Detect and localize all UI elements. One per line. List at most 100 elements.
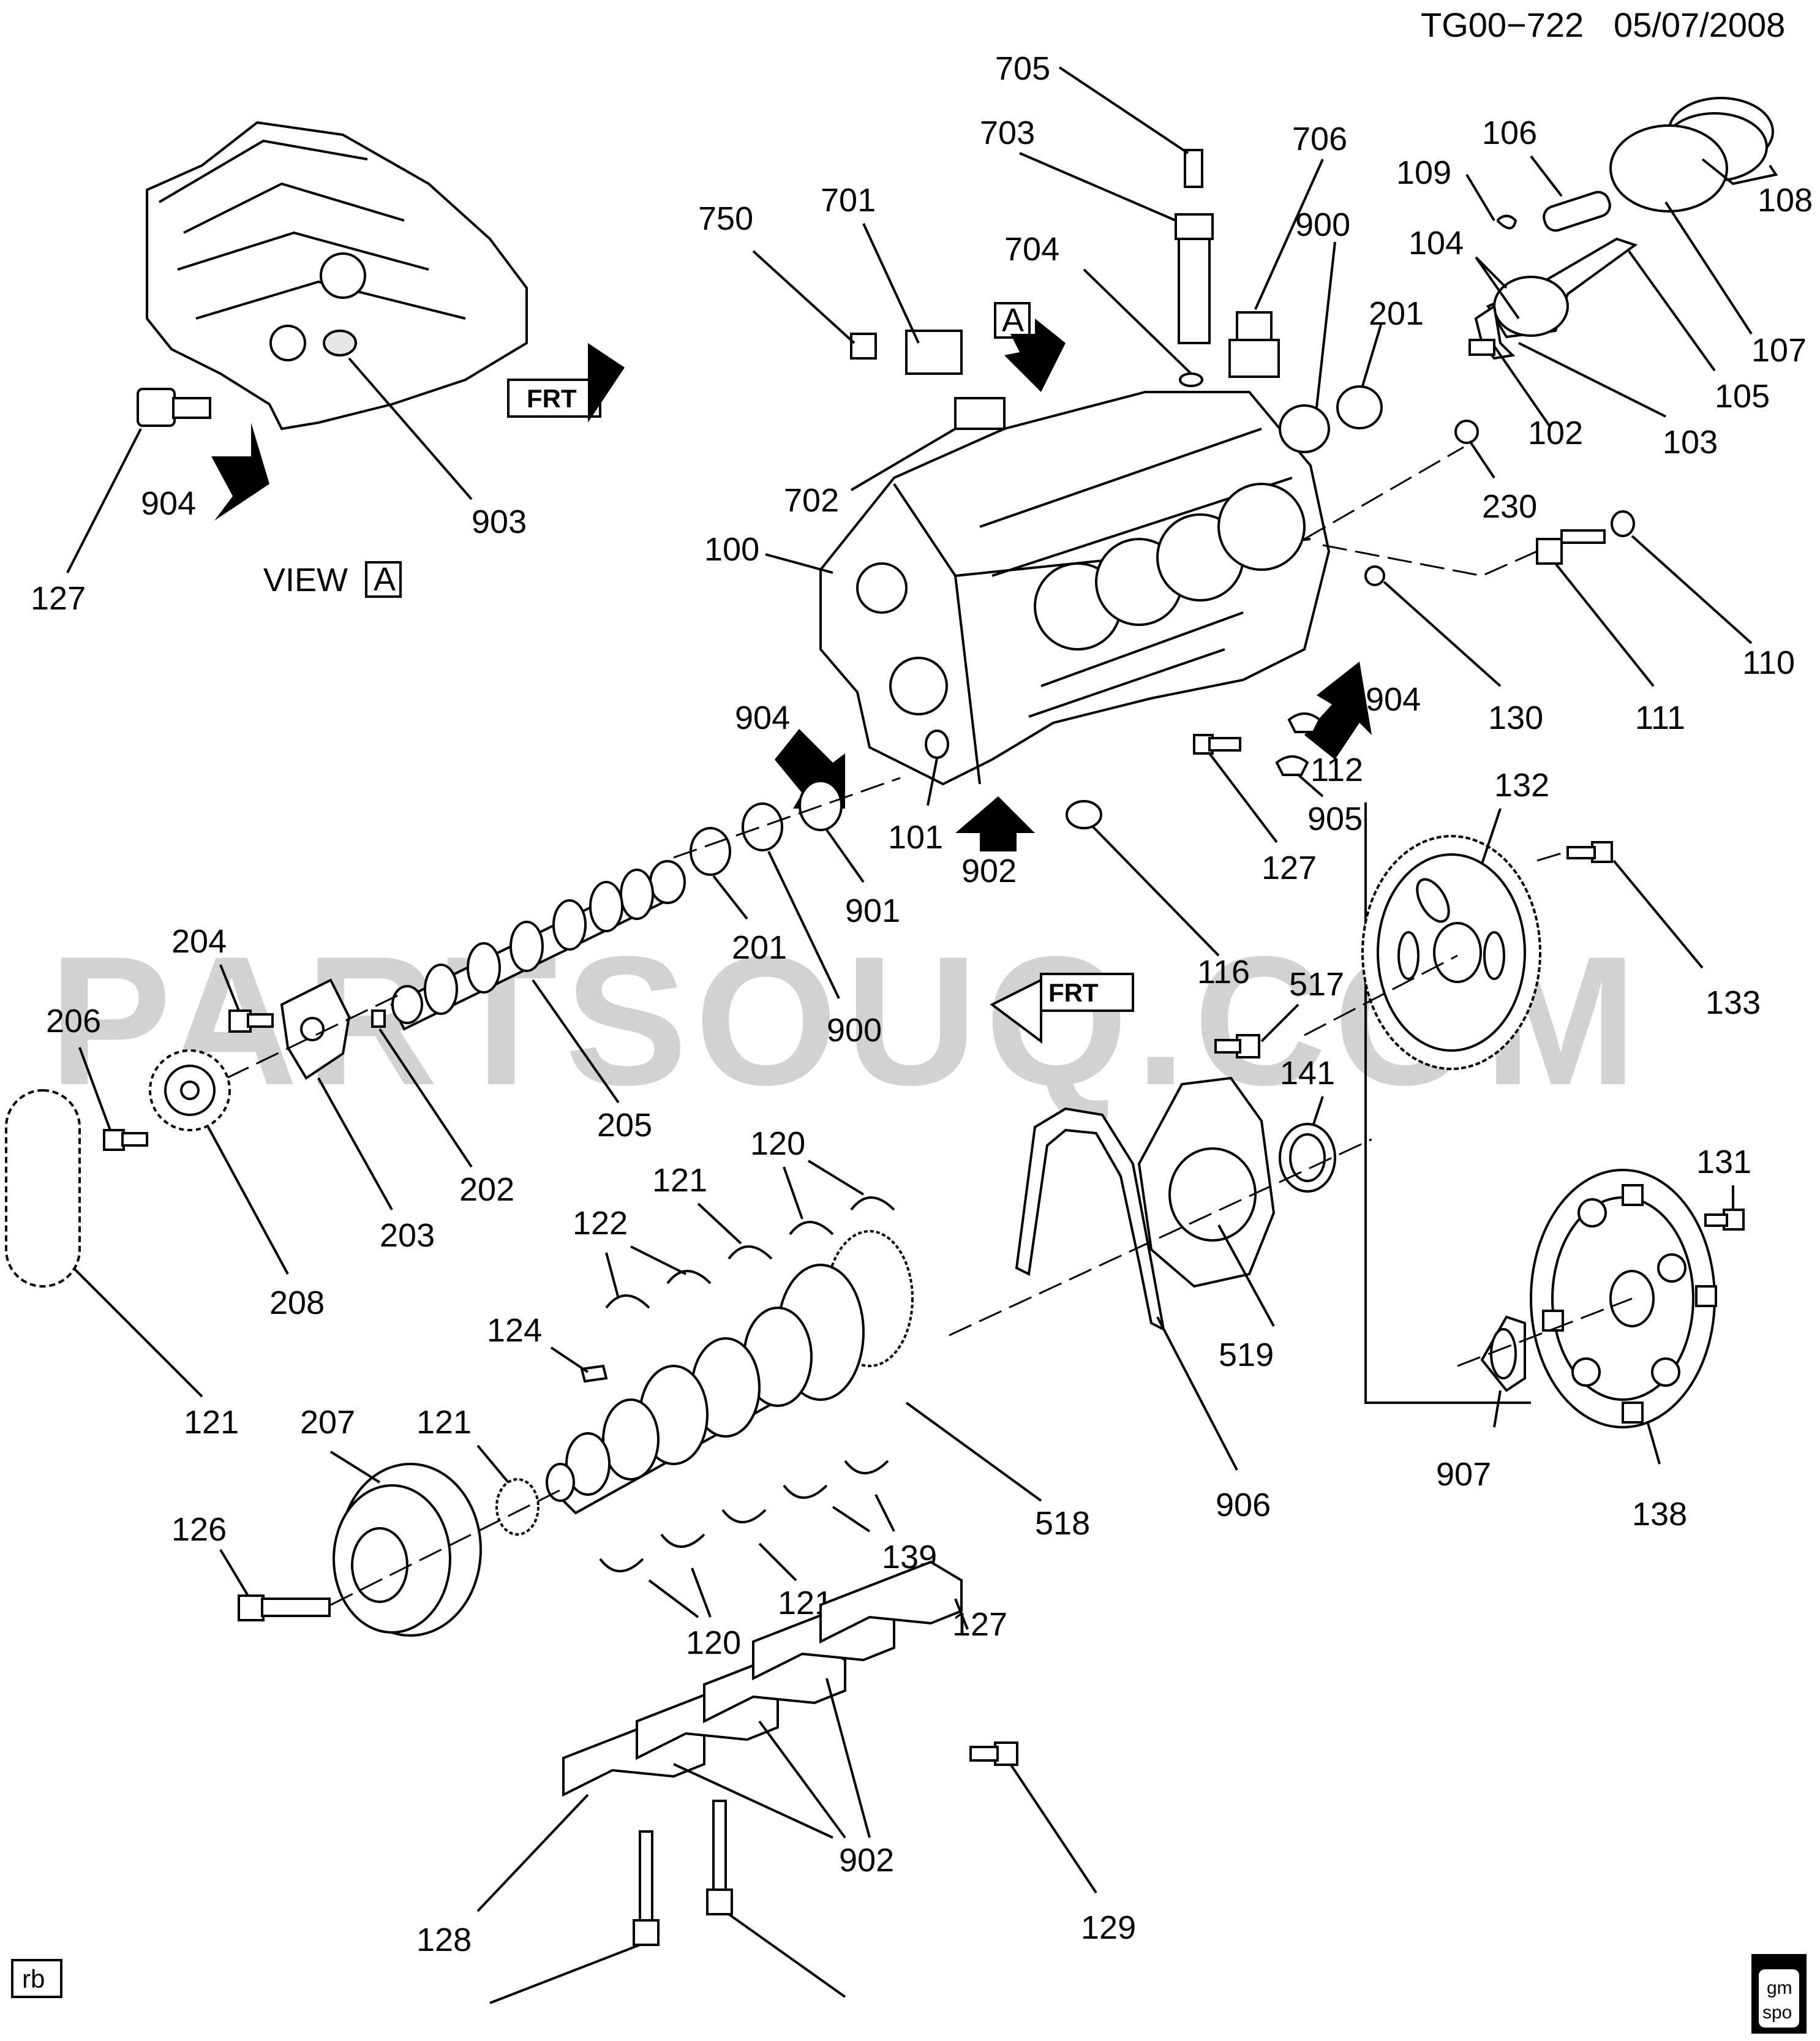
svg-text:spo: spo (1762, 2002, 1792, 2023)
view-a-inset: 127 903 904 FRT VIEW A (31, 121, 625, 617)
callout-705: 705 (995, 50, 1050, 87)
callout-703: 703 (980, 115, 1035, 151)
crankshaft-124 (546, 1230, 914, 1515)
callout-126: 902 (839, 1842, 894, 1879)
callout-131: 907 (1436, 1456, 1491, 1493)
cylinder-bore-4 (1217, 483, 1306, 571)
rear-bore (320, 252, 366, 299)
callout-109: 109 (1396, 154, 1451, 191)
timing-chain-208 (5, 1089, 81, 1288)
callout-112: 112 (1310, 752, 1363, 788)
callout-202: 202 (459, 1171, 514, 1208)
callout-127-viewa: 127 (31, 580, 86, 617)
bolt-139 (238, 1594, 265, 1621)
arrow-a-tag: A (1002, 302, 1024, 339)
callout-904-bottom: 902 (961, 853, 1017, 889)
crank-sprocket-207 (495, 1478, 540, 1536)
gasket-519 (1015, 1107, 1165, 1332)
callout-127-low: 129 (1081, 1909, 1136, 1946)
bolt-129 (639, 1830, 653, 1925)
callout-132: 132 (1494, 767, 1549, 804)
bearing-900-low (742, 802, 783, 851)
callout-104: 104 (1408, 225, 1464, 262)
engine-block-100 (819, 391, 1331, 786)
callout-101: 101 (888, 819, 943, 856)
callout-130: 130 (1488, 700, 1543, 736)
callout-201-top: 201 (1369, 295, 1424, 332)
callout-111: 111 (1635, 700, 1685, 736)
callout-107: 107 (1751, 332, 1807, 369)
callout-103: 103 (1663, 424, 1718, 461)
callout-139: 126 (171, 1511, 227, 1548)
oring-110 (1611, 510, 1635, 537)
callout-704: 704 (1004, 231, 1059, 268)
bolt-127-shank (172, 397, 211, 419)
plug-116 (1066, 800, 1102, 829)
diagram-code: TG00−722 (1421, 6, 1584, 44)
callout-138: 207 (300, 1404, 355, 1441)
callout-207: 121 (416, 1404, 472, 1441)
callout-904-viewa: 904 (141, 485, 196, 522)
piston-rod-assembly (1454, 97, 1774, 444)
bearing-201-top (1336, 385, 1383, 429)
frt-badge-center: FRT (990, 973, 1134, 1044)
camshaft-200 (390, 860, 686, 1031)
callout-902-low: 128 (416, 1922, 472, 1958)
bearing-shells-upper (605, 1196, 895, 1309)
callout-230: 230 (1482, 488, 1537, 525)
callout-121-upleft: 122 (573, 1205, 628, 1242)
footer-tag: rb (22, 1964, 45, 1993)
rear-hole (269, 325, 306, 361)
bearing-201-low (690, 827, 731, 876)
callout-706: 706 (1292, 121, 1347, 157)
arrow-904-right (1304, 662, 1372, 760)
callout-702: 702 (784, 482, 839, 519)
arrow-904-bottom (955, 796, 1035, 851)
svg-text:FRT: FRT (527, 384, 577, 413)
callout-120-up: 121 (652, 1162, 707, 1199)
callout-102: 102 (1528, 415, 1583, 451)
callout-517: 517 (1289, 966, 1344, 1003)
arrow-a-tag-box (994, 302, 1031, 339)
callout-900-low: 900 (827, 1012, 882, 1049)
view-label: VIEW (263, 562, 348, 598)
plug-111 (1536, 538, 1563, 565)
callout-100: 100 (704, 531, 759, 568)
bearing-shells-lower (599, 1460, 889, 1572)
callout-141: 141 (1280, 1055, 1335, 1092)
arrow-a (1004, 319, 1066, 392)
top-sensors (850, 149, 1280, 430)
main-bearing-caps (562, 1560, 963, 1797)
callout-122: 124 (487, 1312, 542, 1349)
callout-904-right: 904 (1366, 681, 1421, 718)
diagram-date: 05/07/2008 (1614, 6, 1785, 44)
callout-518: 519 (1219, 1337, 1274, 1373)
pin-202 (371, 1009, 386, 1028)
callout-106: 106 (1482, 115, 1537, 151)
svg-text:FRT: FRT (1048, 978, 1099, 1007)
callout-121-up: 120 (750, 1125, 805, 1162)
callout-519: 906 (1216, 1487, 1271, 1523)
svg-text:gm: gm (1767, 1978, 1792, 1998)
callout-903: 903 (472, 504, 527, 540)
bolt-206 (103, 1129, 125, 1151)
callout-204: 204 (171, 923, 227, 960)
callout-205: 208 (269, 1285, 325, 1321)
balancer-138 (333, 1463, 482, 1637)
footer-tag-box (11, 1959, 62, 1998)
key-122 (580, 1364, 608, 1383)
callout-904-left: 904 (735, 700, 790, 736)
callout-105: 105 (1715, 378, 1770, 415)
callout-124: 518 (1035, 1505, 1090, 1542)
callout-750: 750 (698, 200, 753, 237)
callout-906: 131 (1696, 1144, 1751, 1180)
plug-903 (323, 330, 357, 357)
callout-907: 138 (1632, 1496, 1687, 1533)
callout-116: 116 (1197, 954, 1250, 990)
gm-spo-logo: gm spo (1751, 1954, 1807, 2034)
callout-203: 203 (380, 1217, 435, 1254)
plug-101 (925, 730, 949, 759)
callout-900-top: 900 (1295, 206, 1350, 243)
plug-130 (1364, 565, 1385, 586)
